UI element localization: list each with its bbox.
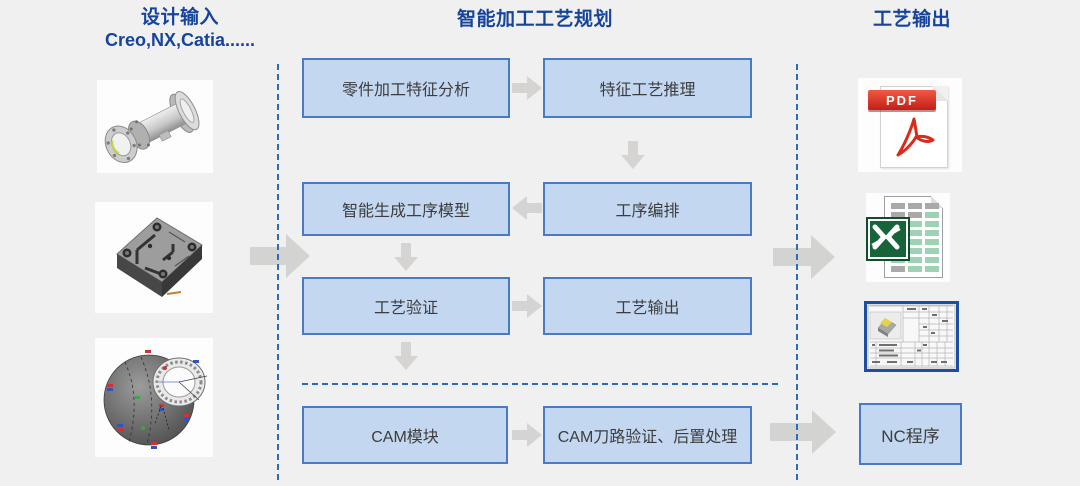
flow-box-op-sequence: 工序编排 <box>543 182 752 236</box>
big-arrow-right-icon <box>250 234 310 278</box>
flow-box-process-output: 工艺输出 <box>543 277 752 335</box>
output-title: 工艺输出 <box>872 9 951 30</box>
flow-box-cam-verify: CAM刀路验证、后置处理 <box>543 406 752 464</box>
flow-box-label: 智能生成工序模型 <box>341 203 470 220</box>
pdf-file-icon: PDF <box>858 78 962 172</box>
arrow-down-icon <box>394 243 418 271</box>
design-input-subtitle: Creo,NX,Catia...... <box>104 30 256 50</box>
nc-program-box: NC程序 <box>859 403 962 465</box>
flow-box-label: 零件加工特征分析 <box>341 82 470 99</box>
dashed-separator-left <box>277 64 279 480</box>
process-card-image <box>864 301 959 372</box>
big-arrow-right-icon <box>770 410 836 454</box>
flow-box-label: 工艺验证 <box>373 300 438 317</box>
arrow-right-icon <box>512 294 542 318</box>
process-card-table-icon <box>867 304 956 369</box>
nc-program-label: NC程序 <box>881 426 940 446</box>
flow-box-op-model: 智能生成工序模型 <box>302 182 510 236</box>
flow-box-feature-analysis: 零件加工特征分析 <box>302 58 510 118</box>
excel-file-icon <box>866 193 950 282</box>
flow-box-label: CAM模块 <box>371 429 439 446</box>
excel-x-logo-icon <box>866 217 910 261</box>
dome-cabin-icon <box>103 350 208 449</box>
part-dome-image <box>95 338 213 457</box>
part-block-image <box>95 202 213 313</box>
flow-box-label: 工艺输出 <box>615 300 680 317</box>
dashed-separator-right <box>796 64 798 480</box>
flow-box-label: 工序编排 <box>615 203 680 220</box>
page-fold-icon <box>933 86 948 101</box>
acrobat-swoosh-icon <box>896 117 935 157</box>
part-shaft-image <box>97 80 213 173</box>
excel-cells <box>891 203 939 272</box>
design-input-header: 设计输入 Creo,NX,Catia...... <box>60 6 300 52</box>
flanged-shaft-icon <box>104 91 200 163</box>
excel-page <box>884 196 943 278</box>
pdf-badge: PDF <box>868 90 936 110</box>
arrow-right-icon <box>512 76 542 100</box>
flow-box-verify: 工艺验证 <box>302 277 510 335</box>
design-input-title: 设计输入 <box>140 7 219 28</box>
arrow-right-icon <box>512 423 542 447</box>
arrow-down-icon <box>394 342 418 370</box>
arrow-left-icon <box>512 196 542 220</box>
flow-box-label: 特征工艺推理 <box>599 82 696 99</box>
pocketed-plate-icon <box>116 217 203 297</box>
arrow-down-icon <box>621 141 645 169</box>
planning-title: 智能加工工艺规划 <box>456 9 613 30</box>
flow-box-label: CAM刀路验证、后置处理 <box>557 429 738 446</box>
big-arrow-right-icon <box>773 235 835 279</box>
dashed-separator-cam <box>302 383 780 385</box>
flow-box-cam: CAM模块 <box>302 406 508 464</box>
flow-box-feature-inference: 特征工艺推理 <box>543 58 752 118</box>
